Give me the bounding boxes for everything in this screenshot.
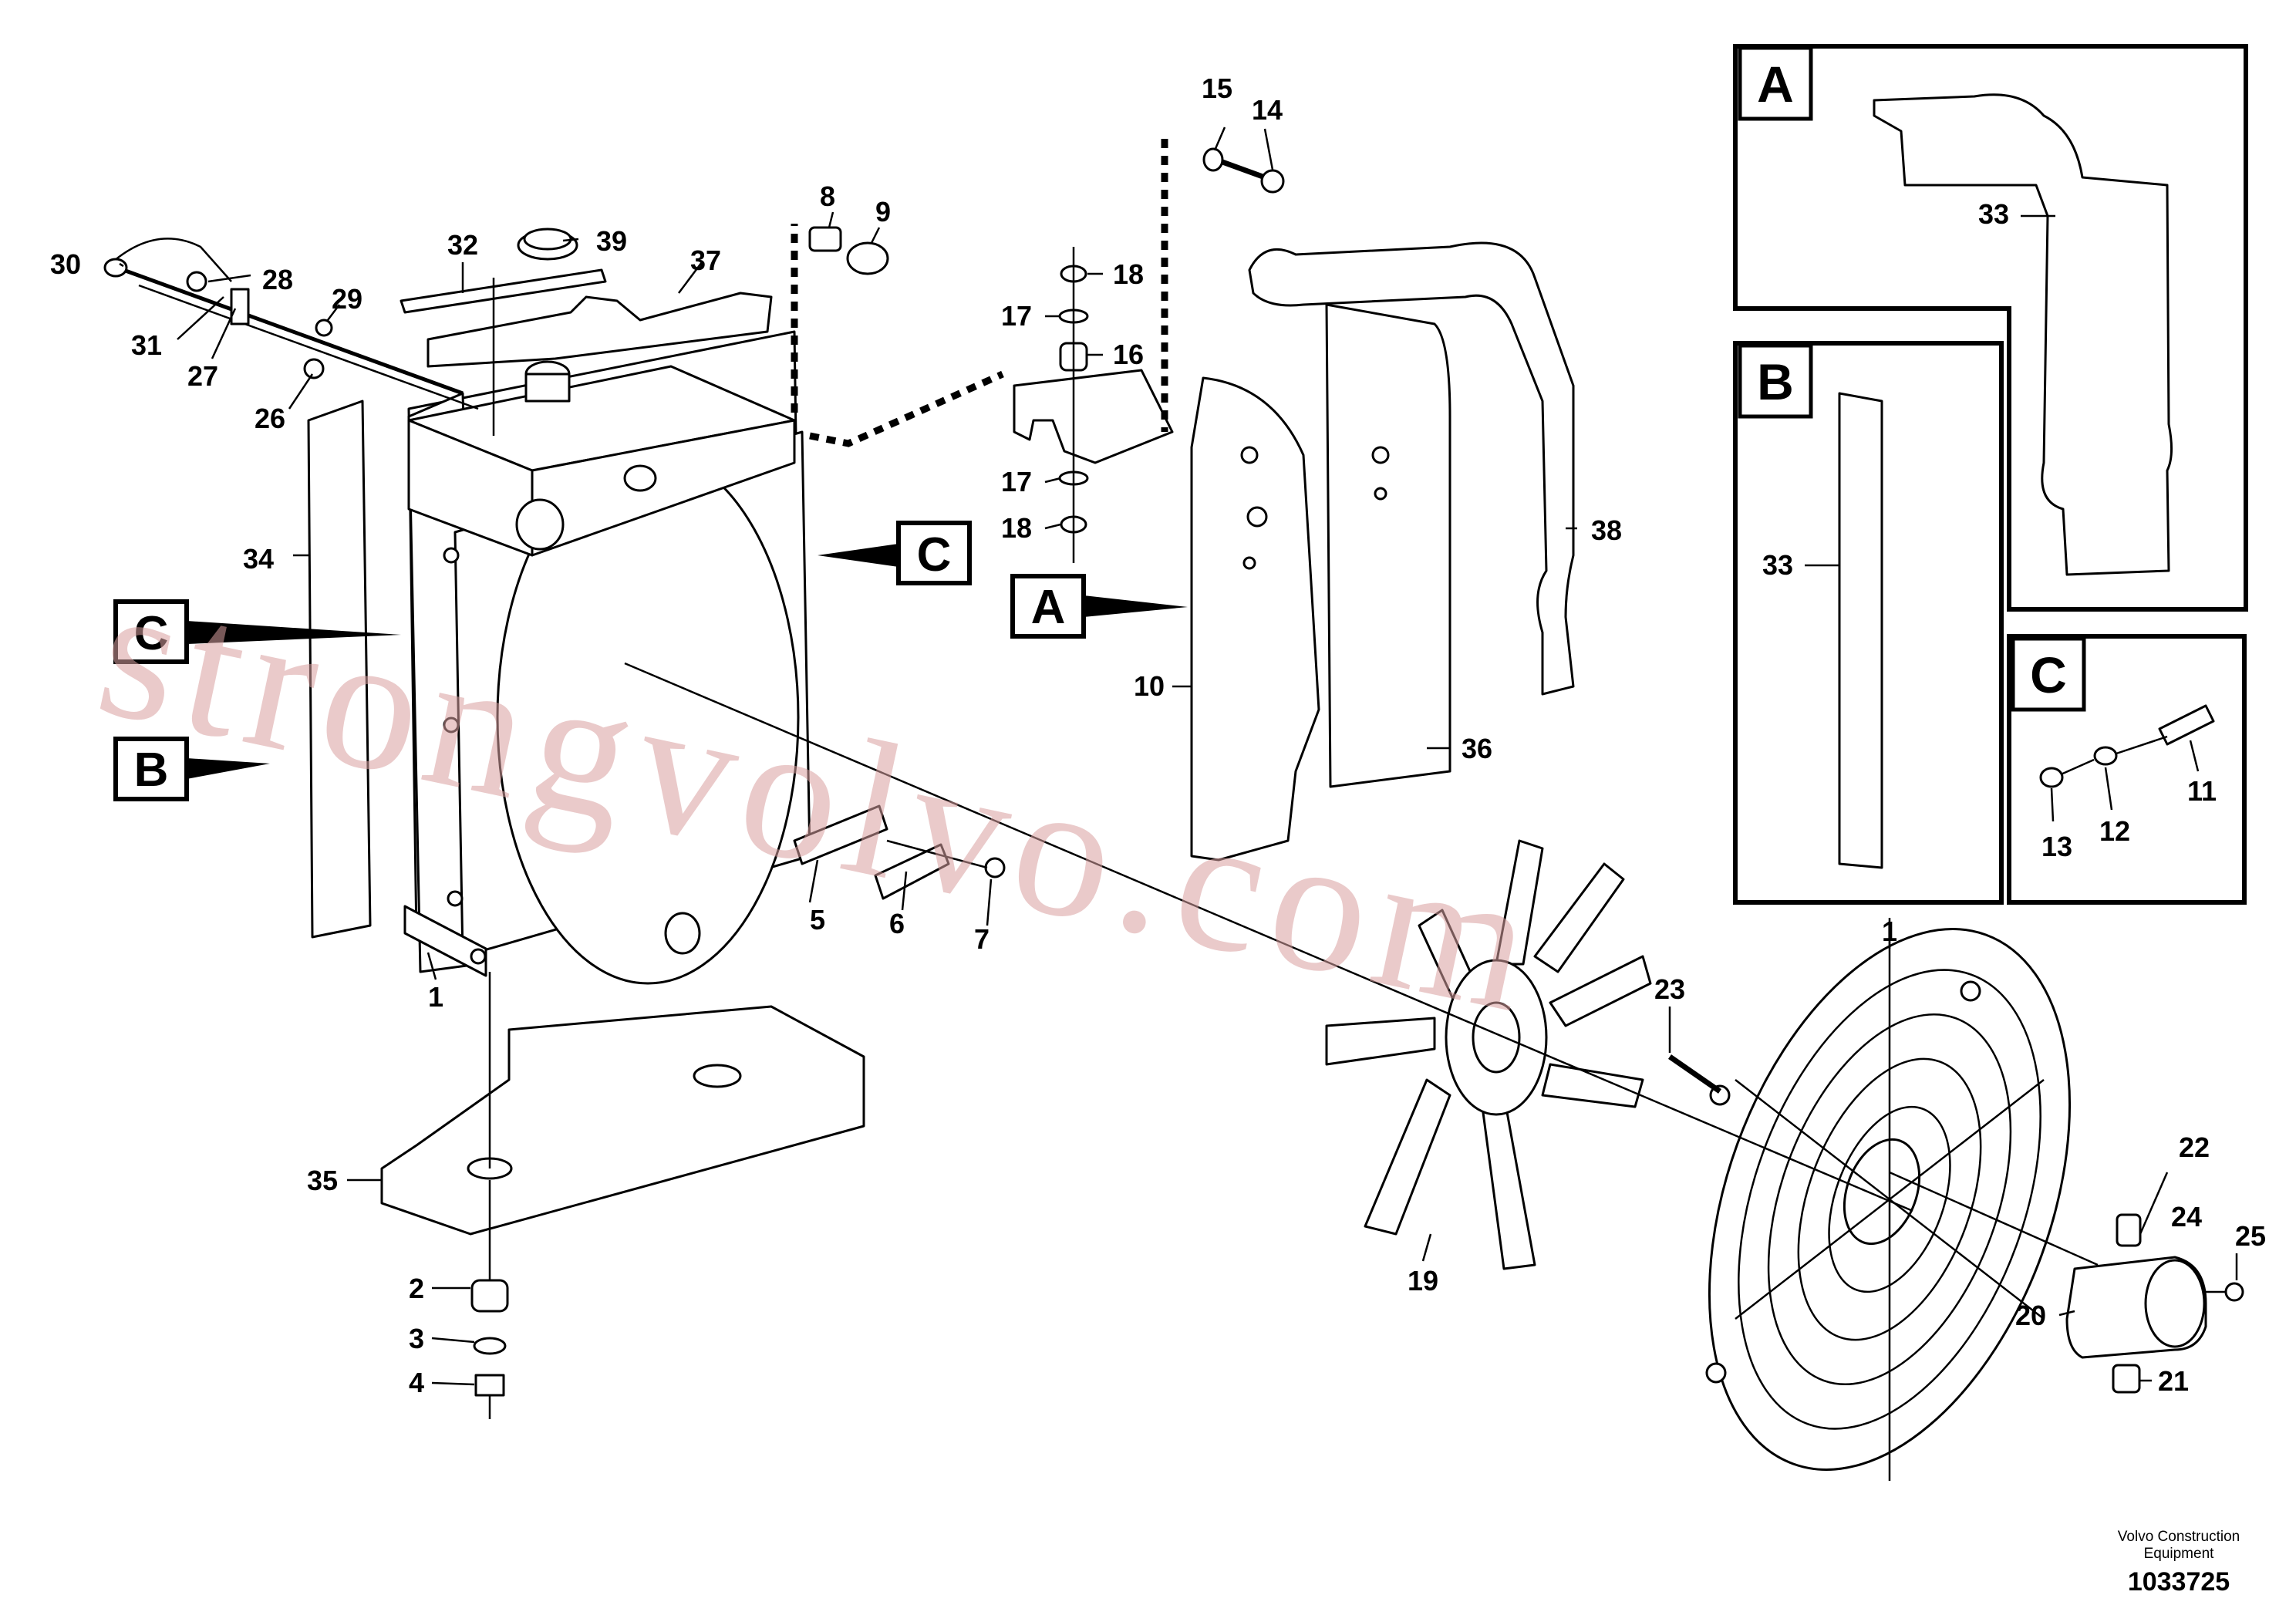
cover-plates bbox=[793, 804, 1006, 900]
label-17-top: 17 bbox=[1001, 300, 1032, 332]
leader-lines bbox=[119, 126, 2238, 1386]
label-11: 11 bbox=[2187, 775, 2217, 807]
label-16: 16 bbox=[1113, 339, 1144, 370]
label-2: 2 bbox=[409, 1273, 424, 1304]
detail-panel-b: B 33 bbox=[1733, 341, 2004, 905]
fan-blade-assembly bbox=[1325, 839, 1652, 1270]
label-31: 31 bbox=[131, 329, 162, 361]
maker-line-1: Volvo Construction bbox=[2118, 1529, 2240, 1545]
label-32: 32 bbox=[447, 229, 478, 261]
label-19: 19 bbox=[1408, 1265, 1438, 1297]
panel-a-label: A bbox=[1757, 56, 1794, 113]
panel-c-label: C bbox=[2030, 646, 2067, 703]
label-30: 30 bbox=[50, 248, 81, 280]
label-35: 35 bbox=[307, 1165, 338, 1196]
label-9: 9 bbox=[875, 196, 891, 228]
label-4: 4 bbox=[409, 1367, 424, 1398]
label-1-left: 1 bbox=[428, 981, 443, 1013]
panel-b-label: B bbox=[1757, 353, 1794, 410]
label-15: 15 bbox=[1202, 73, 1232, 104]
label-17-bottom: 17 bbox=[1001, 466, 1032, 497]
label-13: 13 bbox=[2041, 831, 2072, 862]
label-10: 10 bbox=[1134, 670, 1165, 702]
shroud-bracket bbox=[791, 139, 1575, 862]
label-37: 37 bbox=[690, 244, 721, 276]
callout-c-right: C bbox=[818, 521, 972, 585]
label-23: 23 bbox=[1654, 973, 1685, 1005]
label-25: 25 bbox=[2235, 1220, 2266, 1252]
label-8: 8 bbox=[820, 180, 835, 212]
maker-line-2: Equipment bbox=[2144, 1546, 2215, 1562]
label-12: 12 bbox=[2099, 815, 2130, 847]
document-number: 1033725 bbox=[2128, 1567, 2230, 1597]
label-27: 27 bbox=[187, 360, 218, 392]
label-1-right: 1 bbox=[1882, 916, 1897, 947]
label-39: 39 bbox=[596, 225, 627, 257]
label-18-top: 18 bbox=[1113, 258, 1144, 290]
label-24: 24 bbox=[2171, 1201, 2202, 1233]
label-5: 5 bbox=[810, 904, 825, 936]
label-36: 36 bbox=[1462, 733, 1492, 764]
label-20: 20 bbox=[2015, 1300, 2046, 1331]
label-22: 22 bbox=[2179, 1131, 2210, 1163]
label-29: 29 bbox=[332, 283, 362, 315]
detail-panel-a: A 33 bbox=[1733, 44, 2248, 612]
label-7: 7 bbox=[974, 923, 990, 955]
label-6: 6 bbox=[889, 908, 905, 939]
label-38: 38 bbox=[1591, 514, 1622, 546]
detail-panel-c: C 11 12 13 bbox=[2007, 634, 2247, 905]
svg-text:A: A bbox=[1031, 581, 1066, 634]
radiator-assembly bbox=[103, 228, 811, 985]
mounting-bracket bbox=[380, 972, 865, 1419]
label-33-panel-b: 33 bbox=[1762, 549, 1793, 581]
svg-text:C: C bbox=[134, 607, 169, 660]
label-34: 34 bbox=[243, 543, 274, 575]
label-26: 26 bbox=[255, 403, 285, 434]
label-14: 14 bbox=[1252, 94, 1283, 126]
label-28: 28 bbox=[262, 264, 293, 295]
svg-text:B: B bbox=[134, 744, 169, 797]
label-18-bottom: 18 bbox=[1001, 512, 1032, 544]
label-3: 3 bbox=[409, 1323, 424, 1354]
footer: Volvo Construction Equipment 1033725 bbox=[2118, 1529, 2240, 1597]
svg-text:C: C bbox=[917, 528, 952, 582]
part-number-labels: 30 28 31 27 29 26 32 39 37 34 8 9 15 14 … bbox=[50, 73, 2266, 1398]
label-33-panel-a: 33 bbox=[1978, 198, 2009, 230]
callout-b-main: B bbox=[113, 737, 270, 801]
label-21: 21 bbox=[2158, 1365, 2189, 1397]
callout-c-left: C bbox=[113, 599, 401, 664]
callout-a-main: A bbox=[1010, 574, 1188, 639]
fan-guard-assembly bbox=[1668, 918, 2244, 1481]
